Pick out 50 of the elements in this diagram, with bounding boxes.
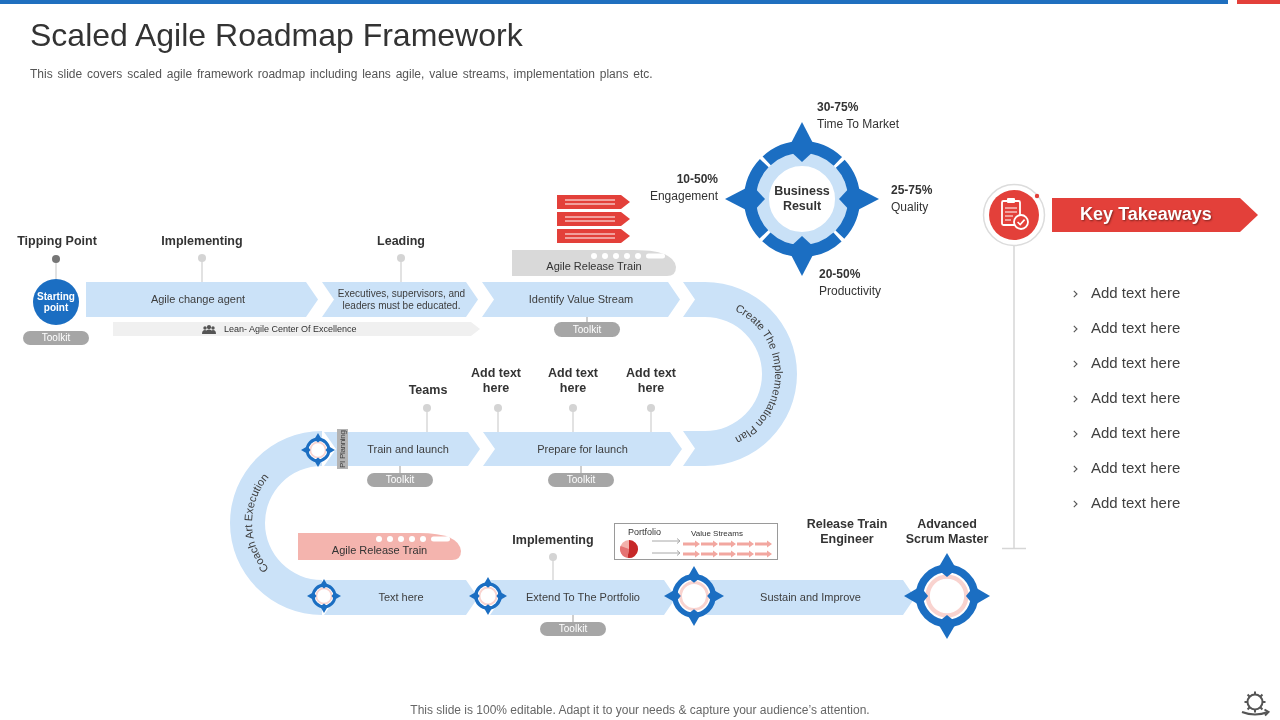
role-heading: Advanced Scrum Master [905, 517, 989, 547]
circle-label: Starting point [36, 291, 76, 313]
start-circle [33, 279, 79, 325]
result-ring [744, 141, 860, 257]
train-label: Agile Release Train [331, 543, 428, 556]
step-label: Agile change agent [150, 293, 246, 306]
takeaway-text: Add text here [1091, 354, 1181, 372]
step-label: Text here [378, 591, 424, 604]
chevron-step [86, 282, 318, 317]
metric-label: Time To Market [817, 117, 900, 132]
percent-value: 10-50% [676, 172, 718, 187]
chevron-step [324, 580, 478, 615]
train-shape [298, 533, 461, 560]
portfolio-card [614, 523, 778, 560]
curved-road-band [683, 282, 798, 467]
footer-note: This slide is 100% editable. Adapt it to your needs & capture your audience’s attention. [410, 703, 870, 718]
percent-value: 25-75% [891, 183, 933, 198]
takeaway-text: Add text here [1091, 284, 1181, 302]
pin-heading: Tipping Point [17, 234, 97, 249]
step-label: Sustain and Improve [760, 591, 861, 604]
chevron-step [490, 580, 676, 615]
percent-value: 20-50% [819, 267, 861, 282]
pin-heading: Implementing [161, 234, 243, 249]
toolkit-pill [23, 331, 89, 345]
pin-heading: Leading [377, 234, 425, 249]
slide-title: Scaled Agile Roadmap Framework [30, 17, 523, 54]
pill-label: Toolkit [41, 333, 71, 343]
takeaway-text: Add text here [1091, 319, 1181, 337]
arrow-band [113, 322, 480, 336]
percent-value: 30-75% [817, 100, 859, 115]
pill-label: Toolkit [558, 624, 588, 634]
role-heading: Release Train Engineer [805, 517, 889, 547]
vertical-tag: PI Planning [337, 429, 348, 469]
takeaway-text: Add text here [1091, 424, 1181, 442]
toolkit-pill [540, 622, 606, 636]
card-label: Value Streams [691, 530, 743, 538]
subtitle-text: This slide covers scaled agile framework roadmap including leans agile, value streams, implementation plans etc. [30, 67, 653, 82]
arrow-banner [1052, 198, 1258, 232]
metric-label: Quality [891, 200, 929, 215]
banner-title: Key Takeaways [1080, 205, 1212, 225]
band-label: Lean- Agile Center Of Excellence [224, 324, 357, 334]
chevron-step [706, 580, 915, 615]
metric-label: Engagement [649, 189, 718, 204]
takeaway-text: Add text here [1091, 459, 1181, 477]
takeaway-text: Add text here [1091, 389, 1181, 407]
step-label: Extend To The Portfolio [526, 591, 640, 604]
ring-label: Business Result [773, 184, 831, 214]
metric-label: Productivity [819, 284, 882, 299]
connector-line [572, 614, 574, 623]
takeaway-text: Add text here [1091, 494, 1181, 512]
